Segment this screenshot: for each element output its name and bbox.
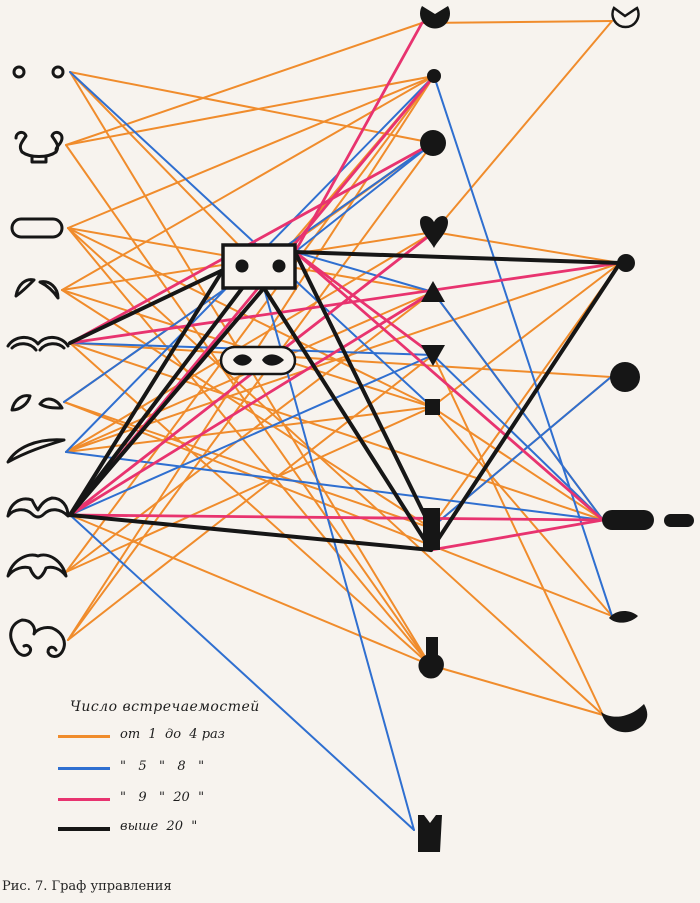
- edge-blue: [263, 287, 415, 831]
- legend-swatch-black: [58, 827, 110, 831]
- edge-orange: [65, 262, 621, 453]
- edge-orange: [67, 354, 434, 641]
- edge-blue: [294, 142, 434, 253]
- edge-black: [68, 268, 225, 345]
- edge-orange: [69, 342, 612, 378]
- edge-orange: [431, 406, 604, 521]
- edge-orange: [429, 664, 604, 716]
- curled-arch-icon: [9, 618, 66, 658]
- edge-orange: [433, 231, 621, 264]
- edge-orange: [69, 514, 431, 666]
- edge-orange: [67, 142, 434, 641]
- right-dot-icon: [617, 254, 635, 272]
- edge-pink: [68, 141, 435, 345]
- rounded-rectangle-icon: [10, 217, 64, 239]
- box-with-two-dots-icon: [221, 243, 297, 290]
- edge-black: [429, 261, 622, 552]
- edge-orange: [421, 20, 613, 24]
- edge-pink: [293, 250, 605, 522]
- edge-blue: [69, 354, 434, 516]
- edge-black: [262, 286, 433, 552]
- edge-black: [293, 250, 433, 530]
- edge-orange: [65, 22, 423, 146]
- edge-blue: [432, 354, 604, 521]
- heart-wedge-icon: [420, 216, 448, 248]
- vertical-bar-icon: [423, 508, 440, 550]
- two-small-circles-icon: [12, 65, 65, 79]
- edge-orange: [67, 227, 604, 716]
- edge-blue: [432, 291, 604, 521]
- edge-orange: [67, 75, 435, 229]
- edge-orange: [63, 401, 613, 617]
- figure-caption: Рис. 7. Граф управления: [2, 879, 172, 894]
- legend-swatch-pink: [58, 798, 110, 801]
- edge-pink: [68, 261, 622, 345]
- edge-pink: [68, 513, 605, 522]
- edge-orange: [431, 262, 621, 408]
- edge-orange: [65, 406, 433, 573]
- double-bar-icon: [602, 510, 694, 530]
- legend-label-1-4: от 1 до 4 раз: [120, 727, 225, 742]
- edge-black: [68, 268, 225, 517]
- edge-orange: [430, 262, 621, 529]
- legend-title: Число встречаемостей: [70, 699, 260, 715]
- edge-orange: [65, 291, 434, 573]
- kidney-icon: [601, 704, 648, 733]
- edge-orange: [433, 20, 613, 233]
- edge-blue: [69, 514, 415, 831]
- edge-pink: [429, 518, 605, 552]
- edge-blue: [294, 251, 434, 293]
- small-dot-icon: [427, 69, 441, 83]
- edge-orange: [65, 231, 435, 453]
- right-large-dot-icon: [610, 362, 640, 392]
- legend-label-over-20: выше 20 ": [120, 819, 198, 834]
- edge-black: [68, 286, 266, 517]
- edge-pink: [293, 21, 424, 254]
- pacman-disc-icon: [420, 6, 450, 29]
- large-dot-icon: [420, 130, 446, 156]
- pacman-outline-icon: [611, 6, 640, 29]
- keyhole-icon: [418, 637, 444, 679]
- edge-blue: [430, 376, 612, 529]
- up-triangle-icon: [421, 281, 445, 302]
- edge-orange: [431, 406, 613, 617]
- legend-swatch-orange: [58, 735, 110, 738]
- edge-blue: [69, 71, 433, 408]
- double-bracket-arc-icon: [6, 496, 70, 519]
- edge-black: [68, 264, 261, 517]
- oval-with-two-teardrops-icon: [219, 345, 297, 376]
- notched-block-icon: [418, 815, 442, 852]
- double-arc-icon: [6, 336, 70, 352]
- edge-orange: [65, 75, 435, 146]
- cup-with-loops-icon: [14, 130, 64, 164]
- small-lens-icon: [609, 610, 638, 623]
- edge-orange: [69, 342, 431, 666]
- edge-orange: [61, 289, 432, 529]
- triple-arch-icon: [6, 553, 68, 580]
- edge-black: [293, 250, 622, 265]
- two-commas-icon: [14, 278, 60, 300]
- legend-label-9-20: " 9 " 20 ": [120, 790, 205, 805]
- legend-label-5-8: " 5 " 8 ": [120, 759, 205, 774]
- small-square-icon: [425, 399, 440, 415]
- edge-orange: [69, 71, 260, 267]
- edge-orange: [67, 227, 431, 666]
- crescent-arc-icon: [6, 438, 66, 464]
- edge-pink: [68, 290, 435, 517]
- down-triangle-icon: [421, 345, 445, 366]
- legend-swatch-blue: [58, 767, 110, 770]
- edge-blue: [433, 75, 613, 617]
- two-leaf-icon: [10, 394, 64, 412]
- edge-black: [68, 513, 433, 552]
- edge-pink: [293, 250, 435, 357]
- edge-orange: [69, 71, 434, 144]
